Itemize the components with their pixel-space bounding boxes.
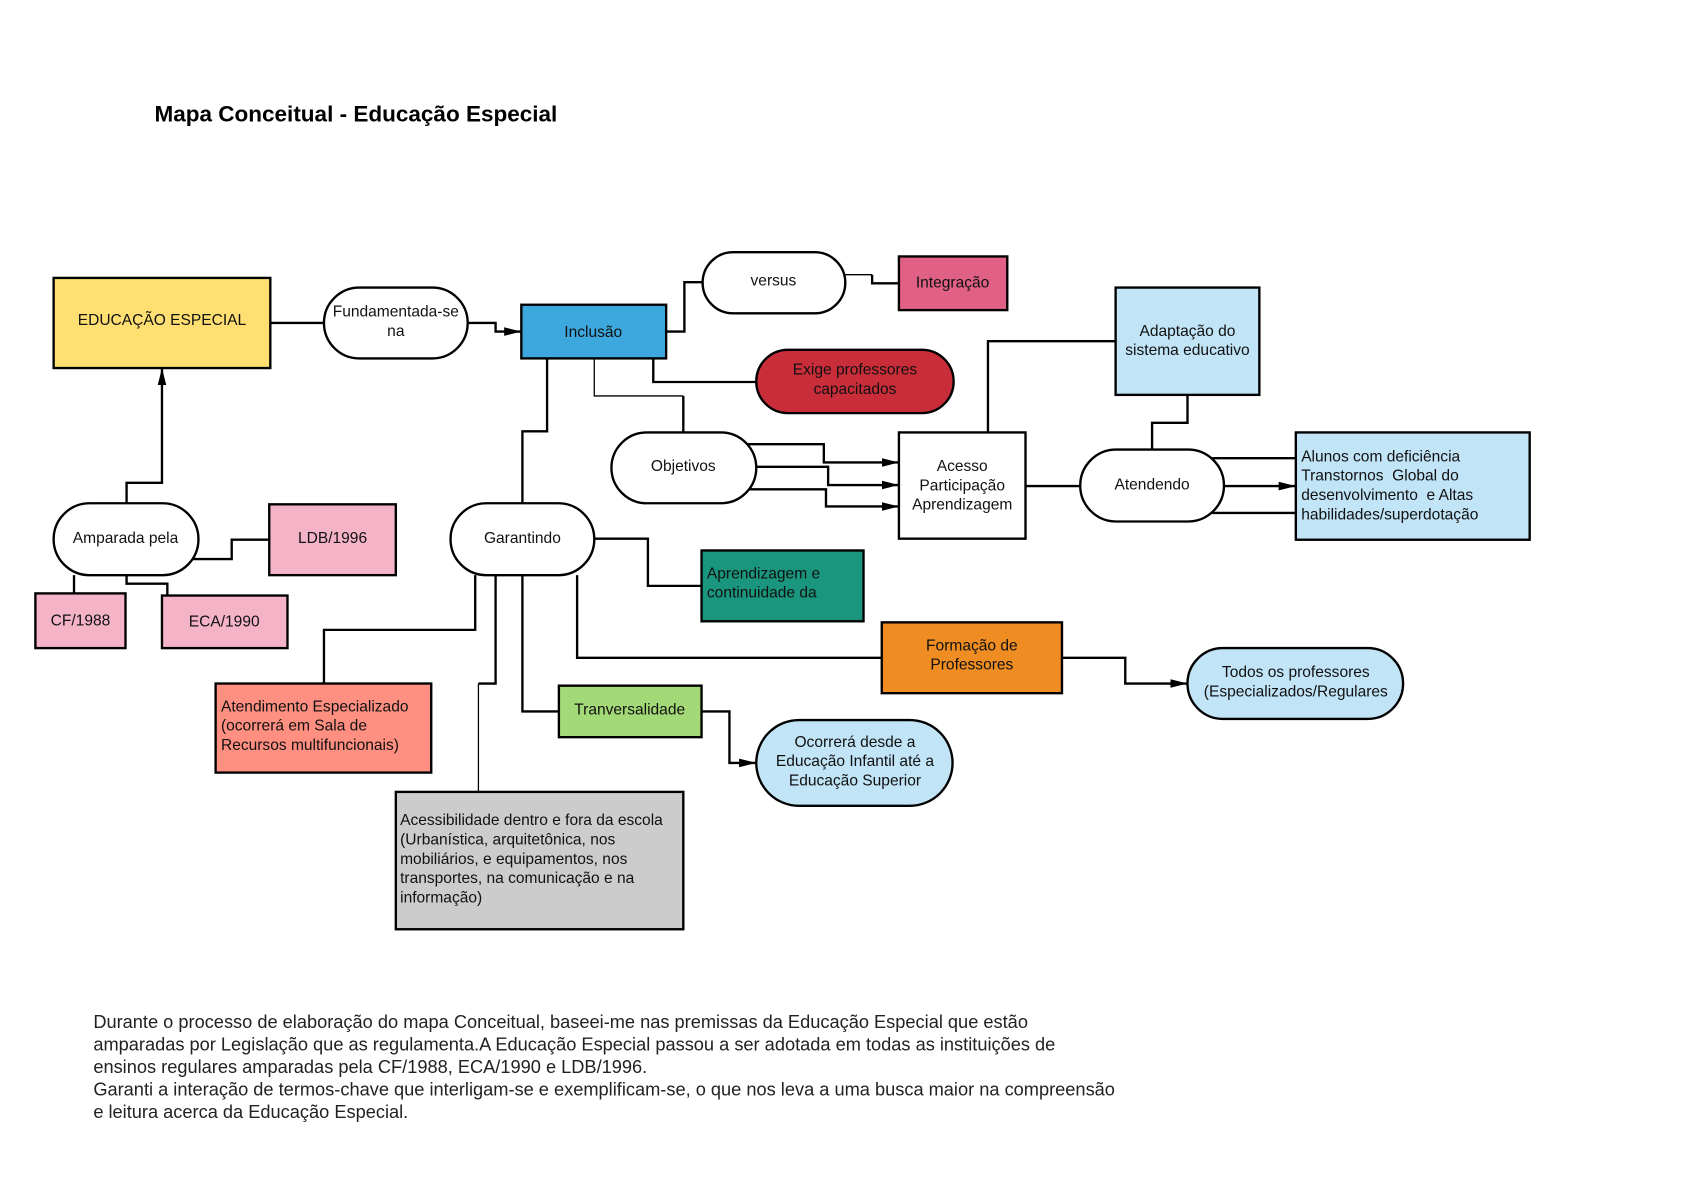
node-inclusao[interactable]: Inclusão [520,303,668,360]
node-label: Atendimento Especializado(ocorrerá em Sa… [221,698,409,754]
edge-fundamentada-inclusao [467,321,522,336]
node-acessibilidade-box [394,790,685,931]
paragraph-line: Garanti a interação de termos-chave que … [93,1079,1115,1100]
node-eca[interactable]: ECA/1990 [160,594,289,650]
node-amparada[interactable]: Amparada pela [52,502,200,577]
edge-amparada-eca [125,575,169,596]
node-todos-shape [1186,646,1405,721]
node-ldb[interactable]: LDB/1996 [268,503,398,577]
node-label: Todos os professores(Especializados/Regu… [1204,664,1388,700]
edge-objetivos-acesso-1 [747,443,899,467]
edge-amparada-ldb [193,538,270,561]
node-acesso-box [897,431,1027,540]
edge-objetivos-acesso-2 [756,465,899,490]
node-integracao-box [897,255,1009,312]
node-objetivos-shape [610,431,758,505]
node-label: Integração [916,275,989,292]
edge-garantindo-acessibilidade-a [478,575,497,685]
node-versus[interactable]: versus [701,250,847,315]
node-fundamentada-shape [322,286,469,360]
node-amparada-shape [52,502,200,577]
node-atendendo-shape [1079,448,1226,523]
node-eca-box [160,594,289,650]
node-formacao-box [880,621,1064,695]
node-tranversalidade-box [557,684,703,739]
edge-acesso-adaptacao [986,340,1116,433]
node-label: Tranversalidade [574,702,685,719]
node-label: Objetivos [651,458,716,475]
edge-inclusao-objetivos-a [593,358,684,397]
edge-tranversalidade-ocorrera [701,710,757,768]
node-versus-shape [701,250,847,315]
node-todos-professores[interactable]: Todos os professores(Especializados/Regu… [1186,646,1405,721]
node-garantindo[interactable]: Garantindo [449,502,596,577]
description-paragraph: Durante o processo de elaboração do mapa… [93,1011,1120,1122]
node-integracao[interactable]: Integração [897,255,1009,312]
edge-objetivos-acesso-3 [747,488,899,511]
node-label: CF/1988 [51,613,111,630]
paragraph-line: e leitura acerca da Educação Especial. [93,1101,408,1122]
edge-inclusao-versus [666,281,703,333]
node-label: Amparada pela [73,530,179,547]
node-inclusao-box [520,303,668,360]
node-label: ECA/1990 [189,614,260,631]
node-atendimento[interactable]: Atendimento Especializado(ocorrerá em Sa… [214,682,433,774]
node-label: Acessibilidade dentro e fora da escola(U… [400,812,663,906]
node-cf-box [34,592,127,650]
node-label: EDUCAÇÃO ESPECIAL [78,312,247,329]
edge-garantindo-tranversalidade [521,575,559,713]
node-label: LDB/1996 [298,530,367,547]
edge-garantindo-atendimento [322,575,477,684]
node-objetivos[interactable]: Objetivos [610,431,758,505]
node-label: Inclusão [564,324,622,341]
connectors [72,274,1296,792]
node-label: Atendendo [1114,476,1189,493]
node-exige-shape [755,348,955,415]
node-educacao-especial[interactable]: EDUCAÇÃO ESPECIAL [52,276,272,370]
edge-inclusao-exige [652,358,757,384]
paragraph-line: Durante o processo de elaboração do mapa… [93,1011,1028,1032]
page-title: Mapa Conceitual - Educação Especial [154,101,557,126]
node-atendimento-box [214,682,433,774]
edge-adaptacao-atendendo [1150,394,1189,450]
paragraph-line: ensinos regulares amparadas pela CF/1988… [93,1056,647,1077]
node-aprendizagem-box [700,549,865,623]
node-atendendo[interactable]: Atendendo [1079,448,1226,523]
edge-inclusao-garantindo [521,358,549,504]
edge-garantindo-aprendizagem [594,537,702,588]
node-label: versus [751,272,797,289]
node-ldb-box [268,503,398,577]
node-cf[interactable]: CF/1988 [34,592,127,650]
node-label: Garantindo [484,530,561,547]
node-ocorrera-shape [755,718,954,808]
node-garantindo-shape [449,502,596,577]
node-acessibilidade[interactable]: Acessibilidade dentro e fora da escola(U… [394,790,685,931]
paragraph-line: amparadas por Legislação que as regulame… [93,1034,1055,1055]
node-alunos-box [1294,431,1531,541]
edge-formacao-todos [1061,656,1188,688]
edge-garantindo-formacao [575,575,882,659]
node-educacao-especial-box [52,276,272,370]
node-adaptacao-box [1114,286,1261,397]
edge-amparada-educacao [125,368,167,504]
edge-versus-integracao-b [870,274,899,285]
node-tranversalidade[interactable]: Tranversalidade [557,684,703,739]
